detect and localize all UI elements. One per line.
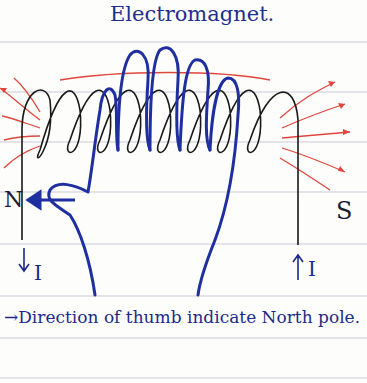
current-label: I (34, 262, 42, 284)
pole-label: N (4, 188, 23, 212)
current-arrows (19, 248, 303, 280)
pole-label: S (336, 198, 352, 224)
ruled-lines (0, 42, 367, 378)
diagram-title: Electromagnet. (110, 3, 274, 26)
note-text: →Direction of thumb indicate North pole. (4, 306, 362, 329)
current-label: I (308, 258, 316, 280)
thumb-direction-arrow (28, 192, 75, 208)
right-hand-grip (49, 48, 239, 295)
solenoid-coil (22, 90, 298, 245)
